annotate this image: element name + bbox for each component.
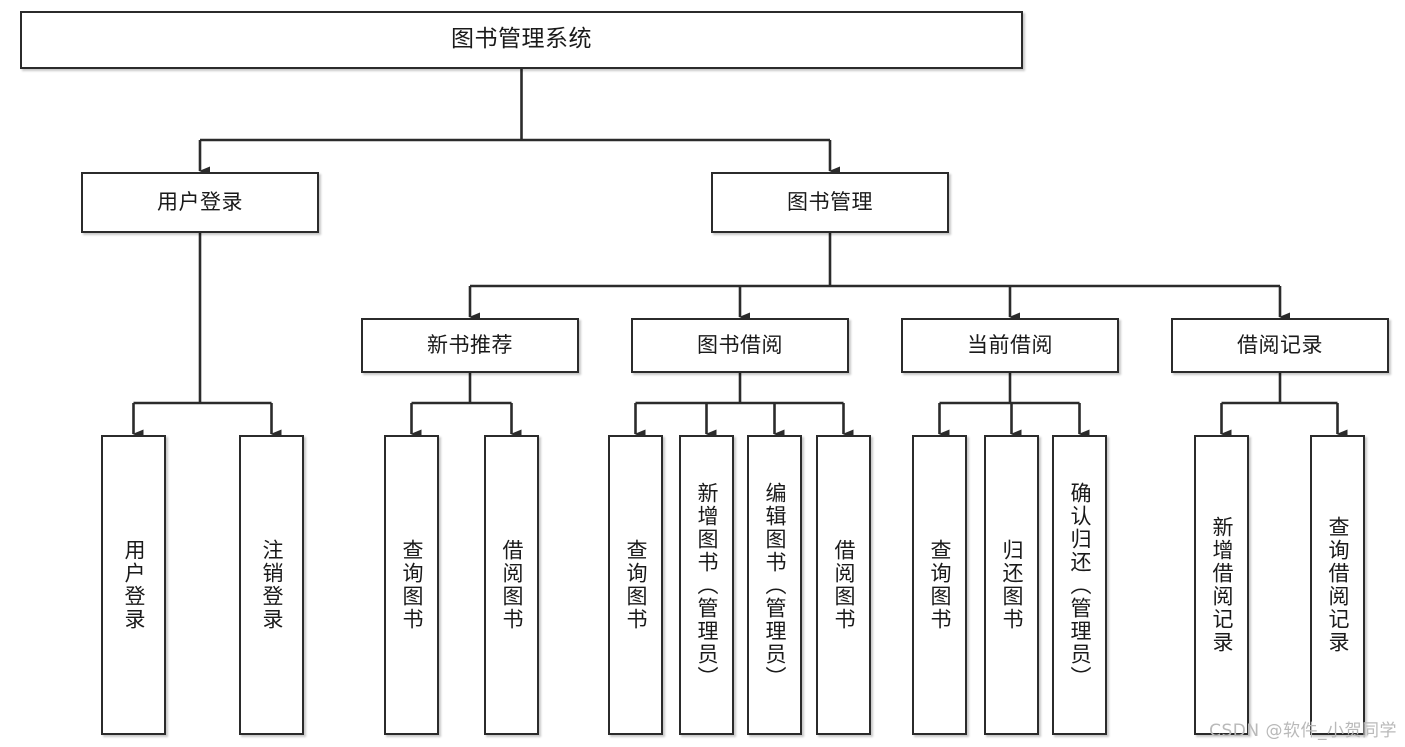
node-leaf-query-book-bb[interactable]: 查询图书 [608, 435, 663, 735]
node-label-root: 图书管理系统 [451, 26, 592, 53]
node-label-leaf-edit-book: 编辑图书（管理员） [763, 481, 787, 689]
node-label-leaf-query-book-nb: 查询图书 [400, 539, 424, 631]
node-leaf-query-book-nb[interactable]: 查询图书 [384, 435, 439, 735]
node-leaf-borrow-book-bb[interactable]: 借阅图书 [816, 435, 871, 735]
watermark-text: CSDN @软件_小贺同学 [1209, 721, 1397, 741]
node-label-leaf-add-record: 新增借阅记录 [1210, 516, 1234, 654]
node-label-leaf-user-login: 用户登录 [122, 539, 146, 631]
node-leaf-return-book[interactable]: 归还图书 [984, 435, 1039, 735]
node-label-borrow-record: 借阅记录 [1237, 332, 1323, 357]
node-label-leaf-query-record: 查询借阅记录 [1326, 516, 1350, 654]
node-leaf-edit-book[interactable]: 编辑图书（管理员） [747, 435, 802, 735]
node-label-leaf-return-book: 归还图书 [1000, 539, 1024, 631]
node-label-leaf-add-book: 新增图书（管理员） [695, 481, 719, 689]
node-label-leaf-query-book-cb: 查询图书 [928, 539, 952, 631]
node-leaf-add-book[interactable]: 新增图书（管理员） [679, 435, 734, 735]
node-label-book-borrow: 图书借阅 [697, 332, 783, 357]
node-book-manage[interactable]: 图书管理 [711, 172, 949, 233]
node-label-leaf-borrow-book-bb: 借阅图书 [832, 539, 856, 631]
node-label-leaf-query-book-bb: 查询图书 [624, 539, 648, 631]
node-root[interactable]: 图书管理系统 [20, 11, 1023, 69]
node-current-borrow[interactable]: 当前借阅 [901, 318, 1119, 373]
node-label-book-manage: 图书管理 [787, 189, 873, 214]
node-leaf-logout[interactable]: 注销登录 [239, 435, 304, 735]
node-leaf-query-record[interactable]: 查询借阅记录 [1310, 435, 1365, 735]
node-leaf-borrow-book-nb[interactable]: 借阅图书 [484, 435, 539, 735]
node-label-leaf-borrow-book-nb: 借阅图书 [500, 539, 524, 631]
node-leaf-add-record[interactable]: 新增借阅记录 [1194, 435, 1249, 735]
node-leaf-user-login[interactable]: 用户登录 [101, 435, 166, 735]
node-user-login[interactable]: 用户登录 [81, 172, 319, 233]
node-label-current-borrow: 当前借阅 [967, 332, 1053, 357]
node-leaf-confirm-return[interactable]: 确认归还（管理员） [1052, 435, 1107, 735]
node-label-new-book-recommend: 新书推荐 [427, 332, 513, 357]
node-label-leaf-confirm-return: 确认归还（管理员） [1068, 481, 1092, 689]
node-new-book-recommend[interactable]: 新书推荐 [361, 318, 579, 373]
node-label-leaf-logout: 注销登录 [260, 539, 284, 631]
node-borrow-record[interactable]: 借阅记录 [1171, 318, 1389, 373]
node-leaf-query-book-cb[interactable]: 查询图书 [912, 435, 967, 735]
node-book-borrow[interactable]: 图书借阅 [631, 318, 849, 373]
node-label-user-login: 用户登录 [157, 189, 243, 214]
